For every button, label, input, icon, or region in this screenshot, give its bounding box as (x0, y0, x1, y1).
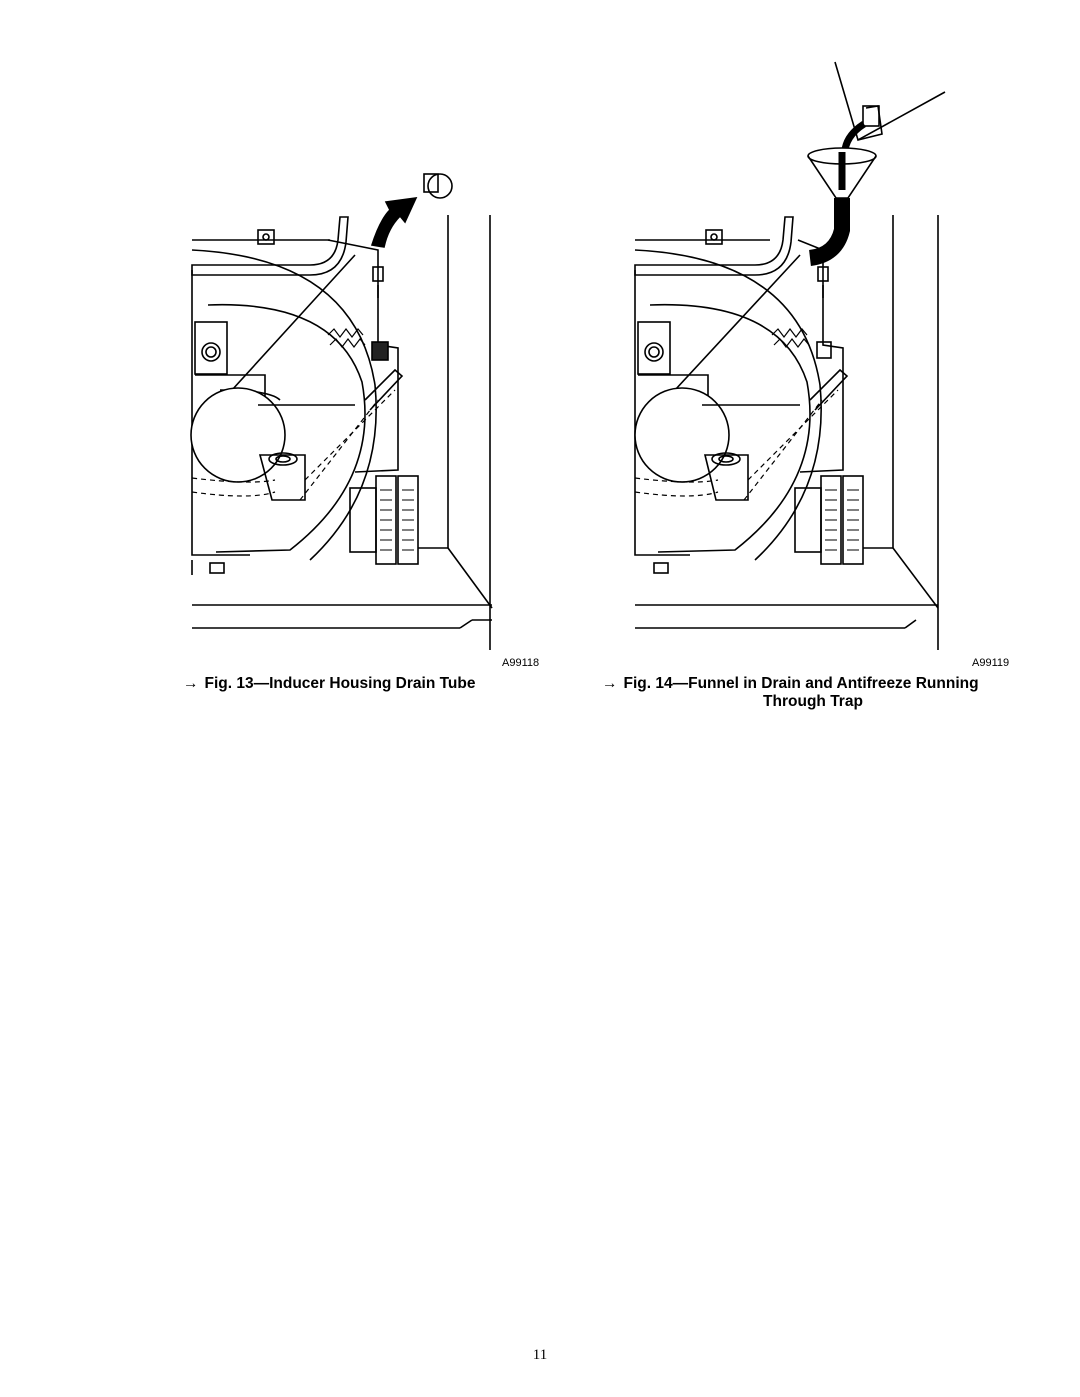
figure-14-code: A99119 (972, 657, 1010, 669)
figure-14-caption-line1: Fig. 14—Funnel in Drain and Antifreeze R… (623, 675, 979, 692)
figure-13-illustration (180, 60, 525, 670)
figure-13-code: A99118 (502, 657, 540, 669)
arrow-icon: → (602, 675, 618, 692)
figure-14-caption: → Fig. 14—Funnel in Drain and Antifreeze … (602, 675, 1014, 711)
arrow-icon: → (183, 675, 199, 692)
figure-14-illustration (620, 60, 960, 670)
page-number: 11 (532, 1347, 548, 1363)
figure-14-caption-line2: Through Trap (763, 693, 863, 710)
figure-13-caption: → Fig. 13—Inducer Housing Drain Tube (183, 675, 513, 693)
figure-13-caption-text: Fig. 13—Inducer Housing Drain Tube (204, 675, 476, 692)
